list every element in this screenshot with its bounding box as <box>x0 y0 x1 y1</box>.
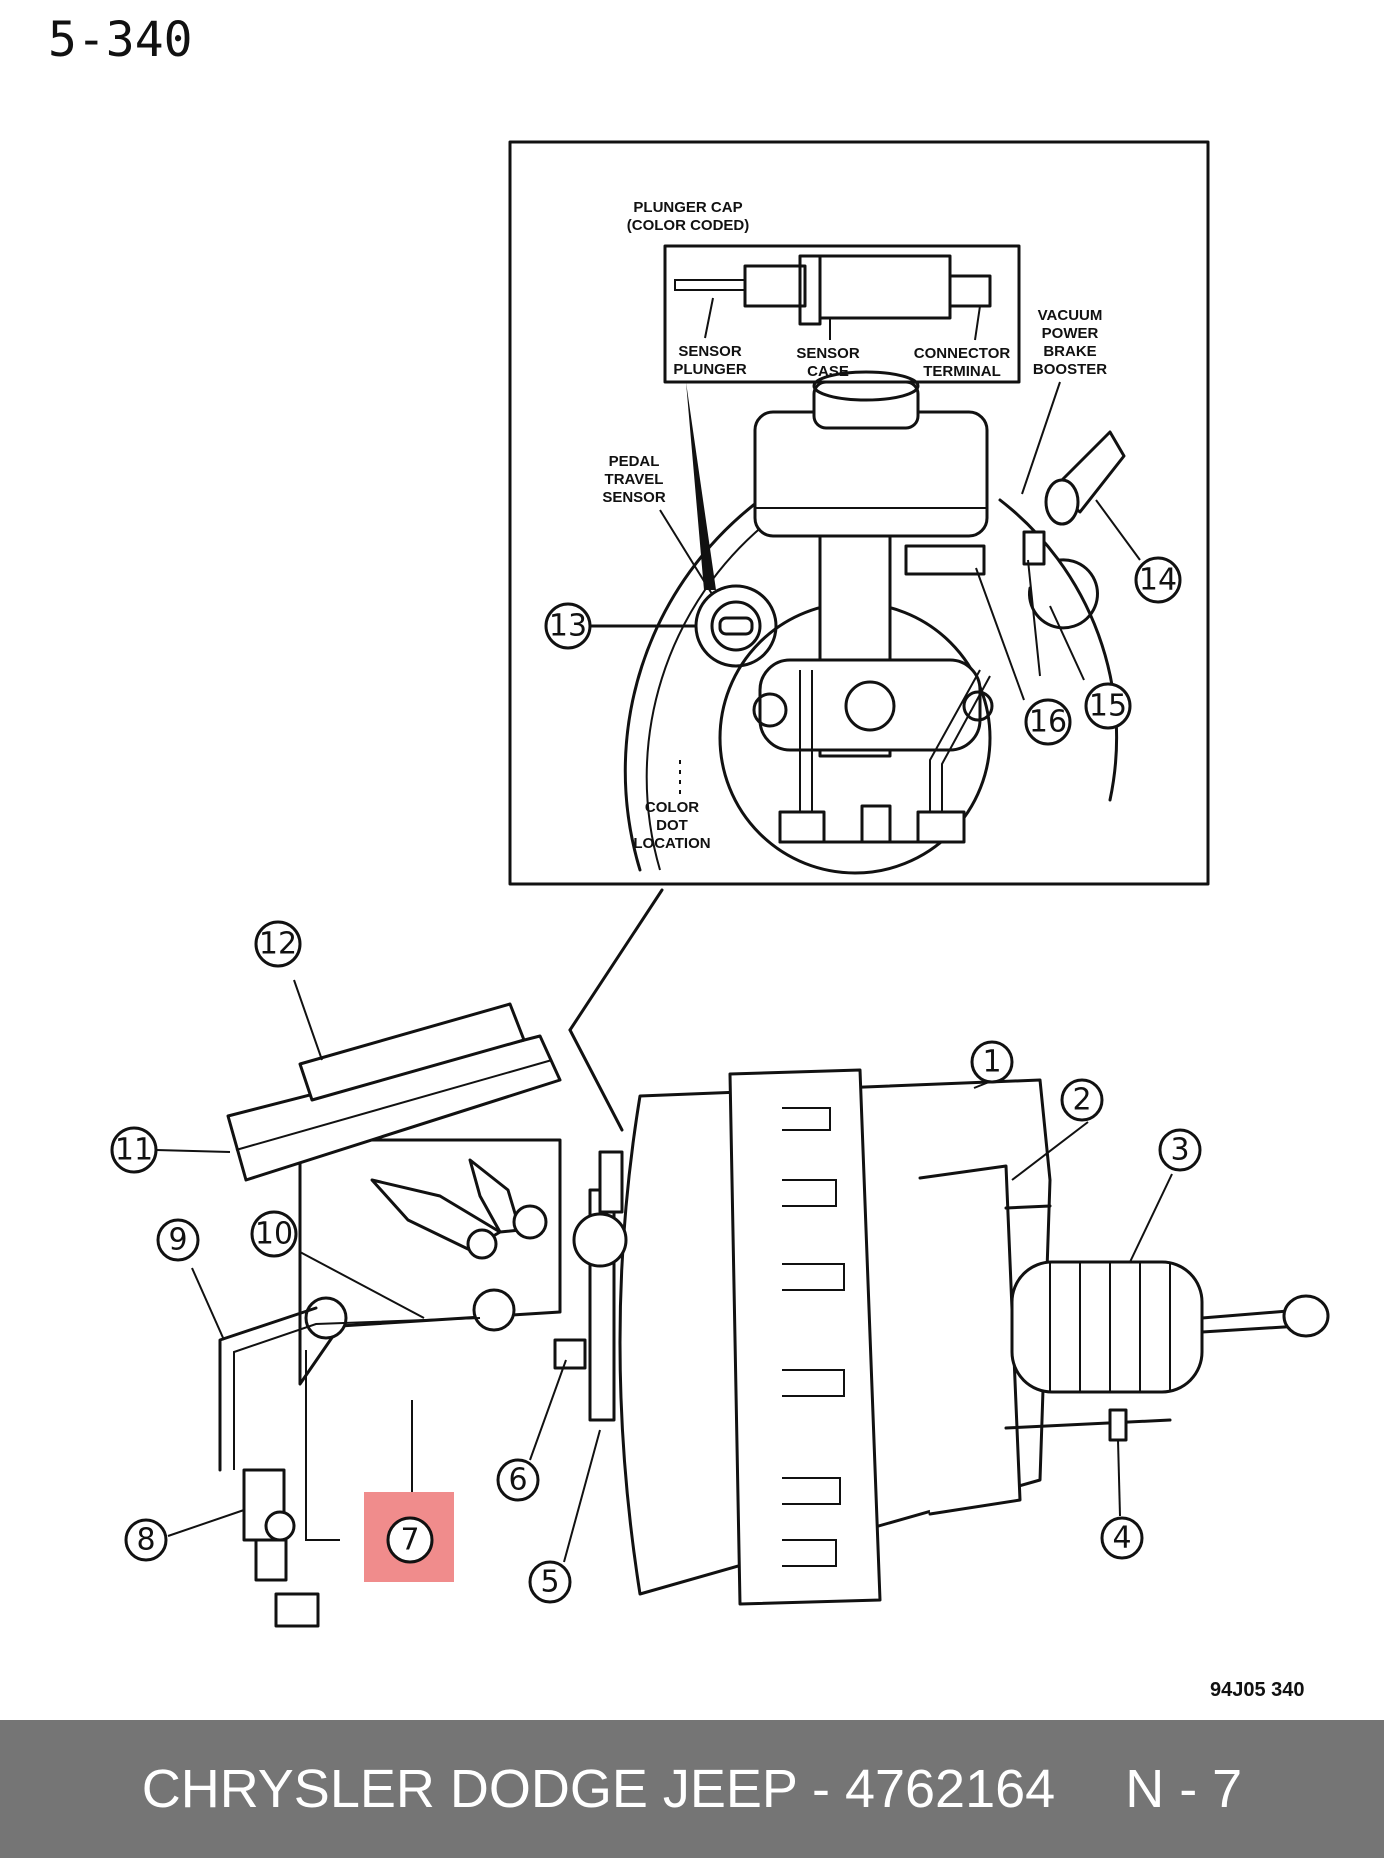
svg-text:16: 16 <box>1029 705 1067 740</box>
label-sensor-case: SENSOR <box>796 345 860 362</box>
brake-booster-diagram: PLUNGER CAP (COLOR CODED) SENSOR PLUNGER… <box>110 140 1330 1701</box>
label-vacuum-2: POWER <box>1042 325 1099 342</box>
svg-text:14: 14 <box>1139 563 1177 598</box>
label-sensor-case-2: CASE <box>807 363 849 380</box>
callout-11: 11 <box>110 1126 158 1174</box>
inset-detail: PLUNGER CAP (COLOR CODED) SENSOR PLUNGER… <box>508 140 1210 886</box>
callout-6: 6 <box>496 1458 540 1502</box>
label-plunger-cap: PLUNGER CAP <box>633 199 742 216</box>
figure-code: 94J05 340 <box>1210 1679 1305 1701</box>
footer-part-text: CHRYSLER DODGE JEEP - 4762164 <box>141 1759 1056 1819</box>
label-vacuum: VACUUM <box>1038 307 1103 324</box>
label-color-dot-2: DOT <box>656 817 688 834</box>
svg-text:3: 3 <box>1170 1133 1189 1168</box>
callout-10: 10 <box>250 1210 298 1258</box>
callout-4: 4 <box>1100 1516 1144 1560</box>
inset-frame <box>508 140 1210 886</box>
label-pedal-2: TRAVEL <box>605 471 664 488</box>
page-number: 5-340 <box>48 12 193 68</box>
svg-text:12: 12 <box>259 927 297 962</box>
label-color-dot: COLOR <box>645 799 699 816</box>
svg-text:5: 5 <box>540 1565 559 1600</box>
callout-2: 2 <box>1060 1078 1104 1122</box>
label-pedal-3: SENSOR <box>602 489 666 506</box>
label-color-dot-3: LOCATION <box>633 835 710 852</box>
main-assembly <box>218 1002 1330 1628</box>
callouts: 1 2 3 4 5 6 7 8 9 10 11 12 13 14 15 16 <box>110 556 1202 1604</box>
callout-7: 7 <box>386 1516 434 1564</box>
sensor-drawing <box>674 254 992 341</box>
label-connector-2: TERMINAL <box>923 363 1001 380</box>
svg-text:13: 13 <box>549 609 587 644</box>
label-plunger-cap-2: (COLOR CODED) <box>627 217 750 234</box>
callout-9: 9 <box>156 1218 200 1262</box>
callout-14: 14 <box>1134 556 1182 604</box>
svg-text:1: 1 <box>982 1045 1001 1080</box>
callout-8: 8 <box>124 1518 168 1562</box>
callout-13: 13 <box>544 602 592 650</box>
svg-text:7: 7 <box>400 1523 419 1558</box>
svg-text:6: 6 <box>508 1463 527 1498</box>
callout-16: 16 <box>1024 698 1072 746</box>
callout-5: 5 <box>528 1560 572 1604</box>
svg-text:4: 4 <box>1112 1521 1131 1556</box>
label-vacuum-3: BRAKE <box>1043 343 1096 360</box>
svg-text:8: 8 <box>136 1523 155 1558</box>
label-pedal: PEDAL <box>609 453 660 470</box>
footer-ref-text: N - 7 <box>1125 1759 1243 1819</box>
label-sensor-plunger: SENSOR <box>678 343 742 360</box>
svg-text:15: 15 <box>1089 689 1127 724</box>
svg-text:2: 2 <box>1072 1083 1091 1118</box>
callout-3: 3 <box>1158 1128 1202 1172</box>
svg-text:9: 9 <box>168 1223 187 1258</box>
callout-12: 12 <box>254 920 302 968</box>
svg-text:11: 11 <box>115 1133 153 1168</box>
label-vacuum-4: BOOSTER <box>1033 361 1107 378</box>
callout-15: 15 <box>1084 682 1132 730</box>
callout-1: 1 <box>970 1040 1014 1084</box>
label-sensor-plunger-2: PLUNGER <box>673 361 747 378</box>
label-connector: CONNECTOR <box>914 345 1011 362</box>
footer-bar: CHRYSLER DODGE JEEP - 4762164 N - 7 <box>0 1720 1384 1858</box>
svg-text:10: 10 <box>255 1217 293 1252</box>
leader-lines <box>155 979 1173 1563</box>
